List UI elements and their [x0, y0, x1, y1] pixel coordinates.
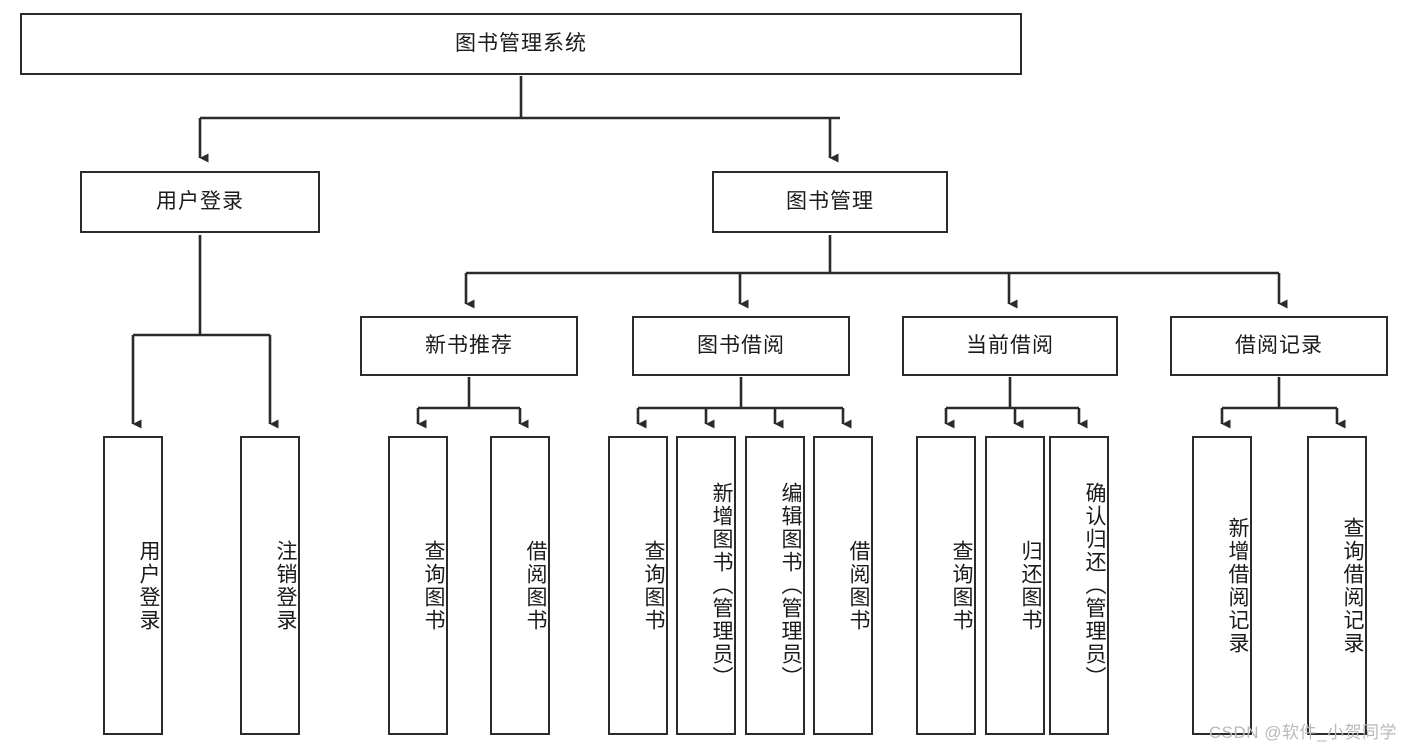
node-borrow-record[interactable]: 借阅记录 — [1170, 316, 1388, 376]
node-label: 当前借阅 — [966, 334, 1054, 358]
leaf-current-return-book[interactable]: 归还图书 — [985, 436, 1045, 735]
node-book-borrow[interactable]: 图书借阅 — [632, 316, 850, 376]
node-label: 用户登录 — [137, 539, 160, 632]
watermark: CSDN @软件_小贺同学 — [1208, 723, 1397, 742]
node-new-book-recommend[interactable]: 新书推荐 — [360, 316, 578, 376]
node-label: 编辑图书（管理员） — [779, 482, 802, 689]
node-label: 新书推荐 — [425, 334, 513, 358]
node-book-management[interactable]: 图书管理 — [712, 171, 948, 233]
leaf-new-book-borrow[interactable]: 借阅图书 — [490, 436, 550, 735]
node-label: 用户登录 — [156, 190, 244, 214]
leaf-borrow-borrow-book[interactable]: 借阅图书 — [813, 436, 873, 735]
leaf-record-add[interactable]: 新增借阅记录 — [1192, 436, 1252, 735]
node-label: 查询借阅记录 — [1341, 516, 1364, 655]
node-label: 新增图书（管理员） — [710, 482, 733, 689]
leaf-borrow-add-book[interactable]: 新增图书（管理员） — [676, 436, 736, 735]
node-label: 图书借阅 — [697, 334, 785, 358]
leaf-current-query-book[interactable]: 查询图书 — [916, 436, 976, 735]
node-label: 借阅图书 — [847, 539, 870, 632]
leaf-user-login-login[interactable]: 用户登录 — [103, 436, 163, 735]
node-label: 图书管理系统 — [455, 32, 587, 56]
node-root-system[interactable]: 图书管理系统 — [20, 13, 1022, 75]
leaf-borrow-query-book[interactable]: 查询图书 — [608, 436, 668, 735]
leaf-new-book-query[interactable]: 查询图书 — [388, 436, 448, 735]
node-label: 注销登录 — [274, 539, 297, 632]
node-label: 归还图书 — [1019, 539, 1042, 632]
node-label: 查询图书 — [422, 539, 445, 632]
node-label: 借阅图书 — [524, 539, 547, 632]
node-label: 新增借阅记录 — [1226, 516, 1249, 655]
node-label: 查询图书 — [950, 539, 973, 632]
node-user-login[interactable]: 用户登录 — [80, 171, 320, 233]
leaf-record-query[interactable]: 查询借阅记录 — [1307, 436, 1367, 735]
leaf-current-confirm-return[interactable]: 确认归还（管理员） — [1049, 436, 1109, 735]
node-current-borrow[interactable]: 当前借阅 — [902, 316, 1118, 376]
node-label: 图书管理 — [786, 190, 874, 214]
leaf-user-login-logout[interactable]: 注销登录 — [240, 436, 300, 735]
node-label: 查询图书 — [642, 539, 665, 632]
node-label: 借阅记录 — [1235, 334, 1323, 358]
node-label: 确认归还（管理员） — [1083, 482, 1106, 689]
leaf-borrow-edit-book[interactable]: 编辑图书（管理员） — [745, 436, 805, 735]
